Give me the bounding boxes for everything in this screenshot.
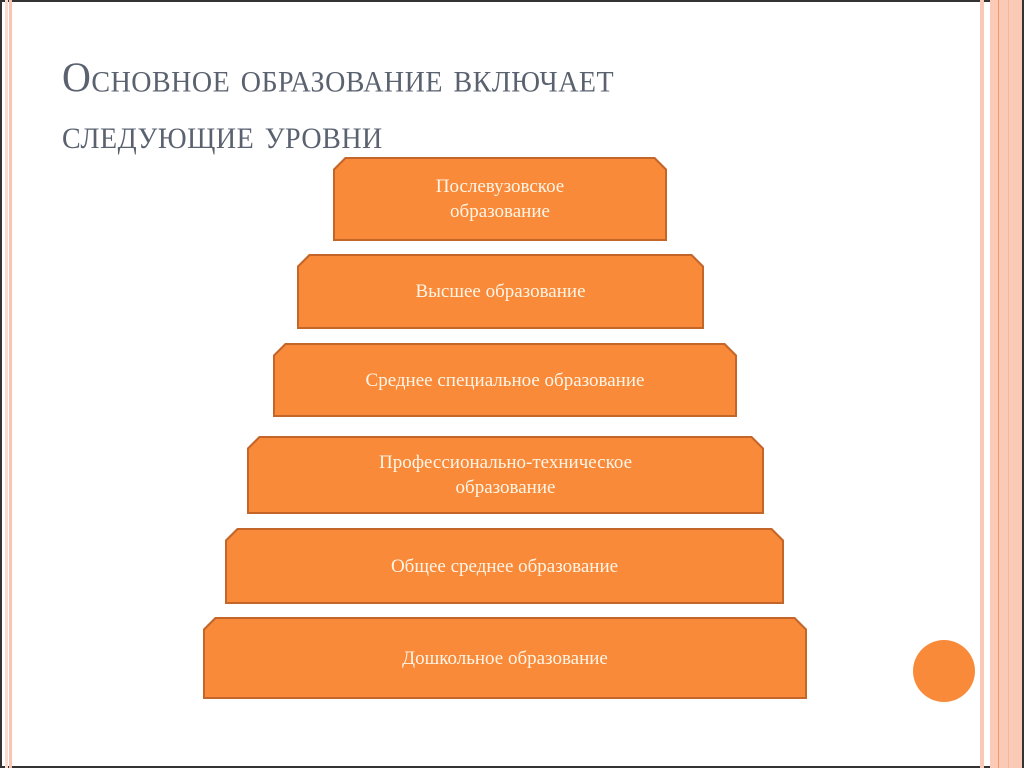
slide-frame-top xyxy=(0,0,1024,2)
pyramid-level-label: Послевузовское образование xyxy=(335,159,665,239)
pyramid-level-label: Дошкольное образование xyxy=(205,619,805,697)
right-decor-line xyxy=(998,0,999,768)
left-decor-stripe xyxy=(5,0,8,768)
slide-title: Основное образование включает следующие … xyxy=(62,49,942,162)
pyramid-level-text-line: образование xyxy=(455,477,556,498)
pyramid-level-preschool: Дошкольное образование xyxy=(203,617,807,699)
pyramid-level-label: Общее среднее образование xyxy=(227,530,782,602)
pyramid-level-text-line: образование xyxy=(450,201,550,222)
slide-frame-bottom xyxy=(0,766,1024,768)
decorative-circle-icon xyxy=(913,640,975,702)
right-decor-stripe xyxy=(980,0,984,768)
pyramid-level-higher: Высшее образование xyxy=(297,254,704,329)
pyramid-level-text-line: Послевузовское xyxy=(435,176,565,197)
pyramid-level-label: Высшее образование xyxy=(299,256,702,327)
pyramid-level-general-secondary: Общее среднее образование xyxy=(225,528,784,604)
pyramid-level-secondary-special: Среднее специальное образование xyxy=(273,343,737,417)
slide-frame-right xyxy=(1022,0,1024,768)
pyramid-level-postgraduate: Послевузовское образование xyxy=(333,157,667,241)
pyramid-level-label: Профессионально-техническое образование xyxy=(249,438,762,512)
slide-frame-left xyxy=(0,0,2,768)
slide-title-line-1: Основное образование включает xyxy=(62,53,615,101)
pyramid-level-text-line: Профессионально-техническое xyxy=(378,452,633,473)
right-decor-band xyxy=(990,0,1022,768)
pyramid-level-vocational: Профессионально-техническое образование xyxy=(247,436,764,514)
pyramid-level-label: Среднее специальное образование xyxy=(275,345,735,415)
right-decor-line xyxy=(1008,0,1009,768)
left-decor-stripe xyxy=(9,0,12,768)
slide-title-line-2: следующие уровни xyxy=(62,110,383,158)
